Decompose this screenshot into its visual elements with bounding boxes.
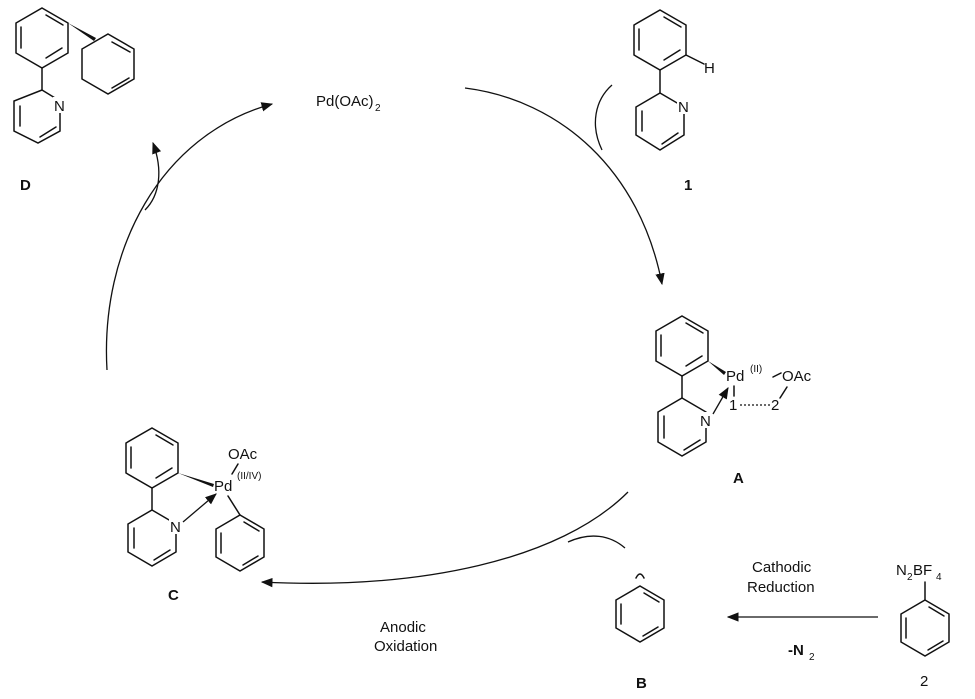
b-label: B: [636, 675, 647, 692]
one-label: 1: [684, 177, 692, 194]
arc-radical-entry: [567, 535, 626, 549]
a-label: A: [733, 470, 744, 487]
compound-a: Pd (II) OAc N 1 2 A: [655, 315, 812, 487]
minus-n2-sub: 2: [809, 652, 815, 663]
a-pd-ox: (II): [750, 364, 762, 375]
a-num2: 2: [771, 397, 779, 414]
c-pd-ox: (II/IV): [237, 471, 261, 482]
d-nitrogen: N: [54, 98, 65, 115]
two-label: 2: [920, 673, 928, 690]
compound-b: B: [615, 573, 665, 692]
c-pd: Pd: [214, 478, 232, 495]
one-hydrogen: H: [704, 60, 715, 77]
arc-to-a: [464, 87, 665, 286]
cycle-arrows: [105, 84, 878, 622]
a-oac: OAc: [782, 368, 812, 385]
catalyst-sub: 2: [375, 103, 381, 114]
cathodic-line2: Reduction: [747, 579, 815, 596]
compound-d: N D: [13, 7, 135, 194]
two-group: N: [896, 562, 907, 579]
two-group-sub2: 4: [936, 572, 942, 583]
one-nitrogen: N: [678, 99, 689, 116]
two-group-b: BF: [913, 562, 932, 579]
arc-substrate-entry: [594, 84, 613, 151]
compound-c: Pd (II/IV) OAc N C: [125, 427, 265, 604]
catalyst-label: Pd(OAc) 2: [316, 93, 381, 114]
compound-2: N 2 BF 4 2: [896, 562, 950, 690]
two-group-sub: 2: [907, 572, 913, 583]
c-oac: OAc: [228, 446, 258, 463]
c-label: C: [168, 587, 179, 604]
step-labels: Cathodic Reduction -N 2 Anodic Oxidation: [374, 559, 815, 663]
cathodic-line1: Cathodic: [752, 559, 812, 576]
arc-to-pd: [105, 102, 274, 371]
compound-1: H N 1: [633, 9, 715, 194]
a-nitrogen: N: [700, 413, 711, 430]
c-nitrogen: N: [170, 519, 181, 536]
anodic-line1: Anodic: [380, 619, 426, 636]
arc-product-exit: [144, 141, 162, 211]
a-pd: Pd: [726, 368, 744, 385]
d-label: D: [20, 177, 31, 194]
radical-dot: [635, 573, 645, 579]
a-num1: 1: [729, 397, 737, 414]
catalyst-text: Pd(OAc): [316, 93, 374, 110]
minus-n2: -N: [788, 642, 804, 659]
anodic-line2: Oxidation: [374, 638, 437, 655]
arc-to-c: [260, 491, 629, 588]
